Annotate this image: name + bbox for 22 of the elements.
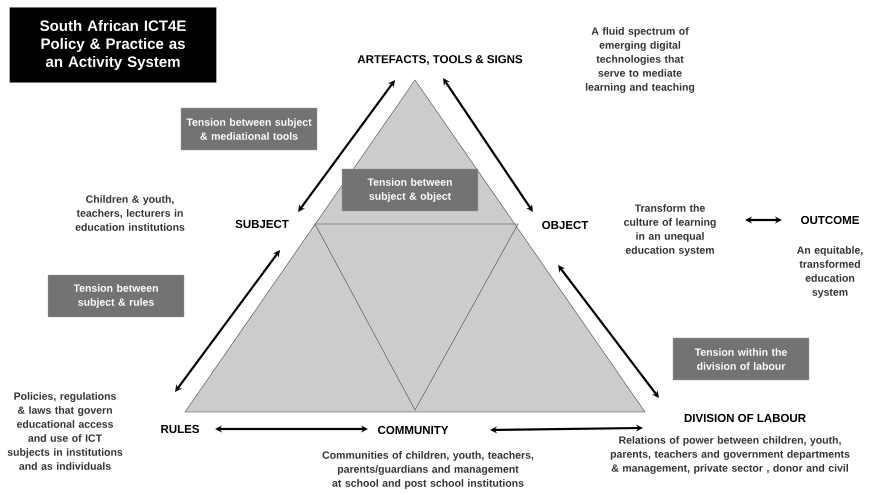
tension-box: Tension within the division of labour: [672, 338, 810, 380]
description-text: Policies, regulations & laws that govern educational access and use of ICT subjects in institutions and as individuals: [8, 392, 122, 470]
node-label: ARTEFACTS, TOOLS & SIGNS: [358, 55, 522, 65]
tension-box: Tension between subject & object: [342, 168, 478, 212]
tension-box: Tension between subject & mediational tools: [180, 108, 318, 150]
description-text: Relations of power between children, youth, parents, teachers and government departments & management, private sector , donor and civil: [610, 436, 850, 474]
description-text: Children & youth, teachers, lecturers in education institutions: [76, 195, 184, 231]
tension-box: Tension between subject & rules: [48, 274, 184, 318]
description-text: Communities of children, youth, teachers, parents/guardians and management at school and post school institutions: [322, 451, 534, 489]
description-text: An equitable, transformed education system: [797, 246, 863, 298]
arrow: [558, 265, 659, 398]
node-label: DIVISION OF LABOUR: [684, 414, 806, 422]
arrow: [298, 80, 395, 212]
arrow: [175, 250, 280, 392]
description-text: Transform the culture of learning in an unequal education system: [624, 204, 716, 256]
node-label: OBJECT: [542, 220, 588, 230]
node-label: COMMUNITY: [378, 426, 448, 434]
node-label: OUTCOME: [801, 216, 859, 224]
node-label: RULES: [161, 424, 200, 434]
title-box: South African ICT4E Policy & Practice as an Activity System: [9, 7, 217, 83]
node-label: SUBJECT: [236, 220, 289, 228]
description-text: A fluid spectrum of emerging digital technologies that serve to mediate learning and teaching: [586, 27, 694, 93]
